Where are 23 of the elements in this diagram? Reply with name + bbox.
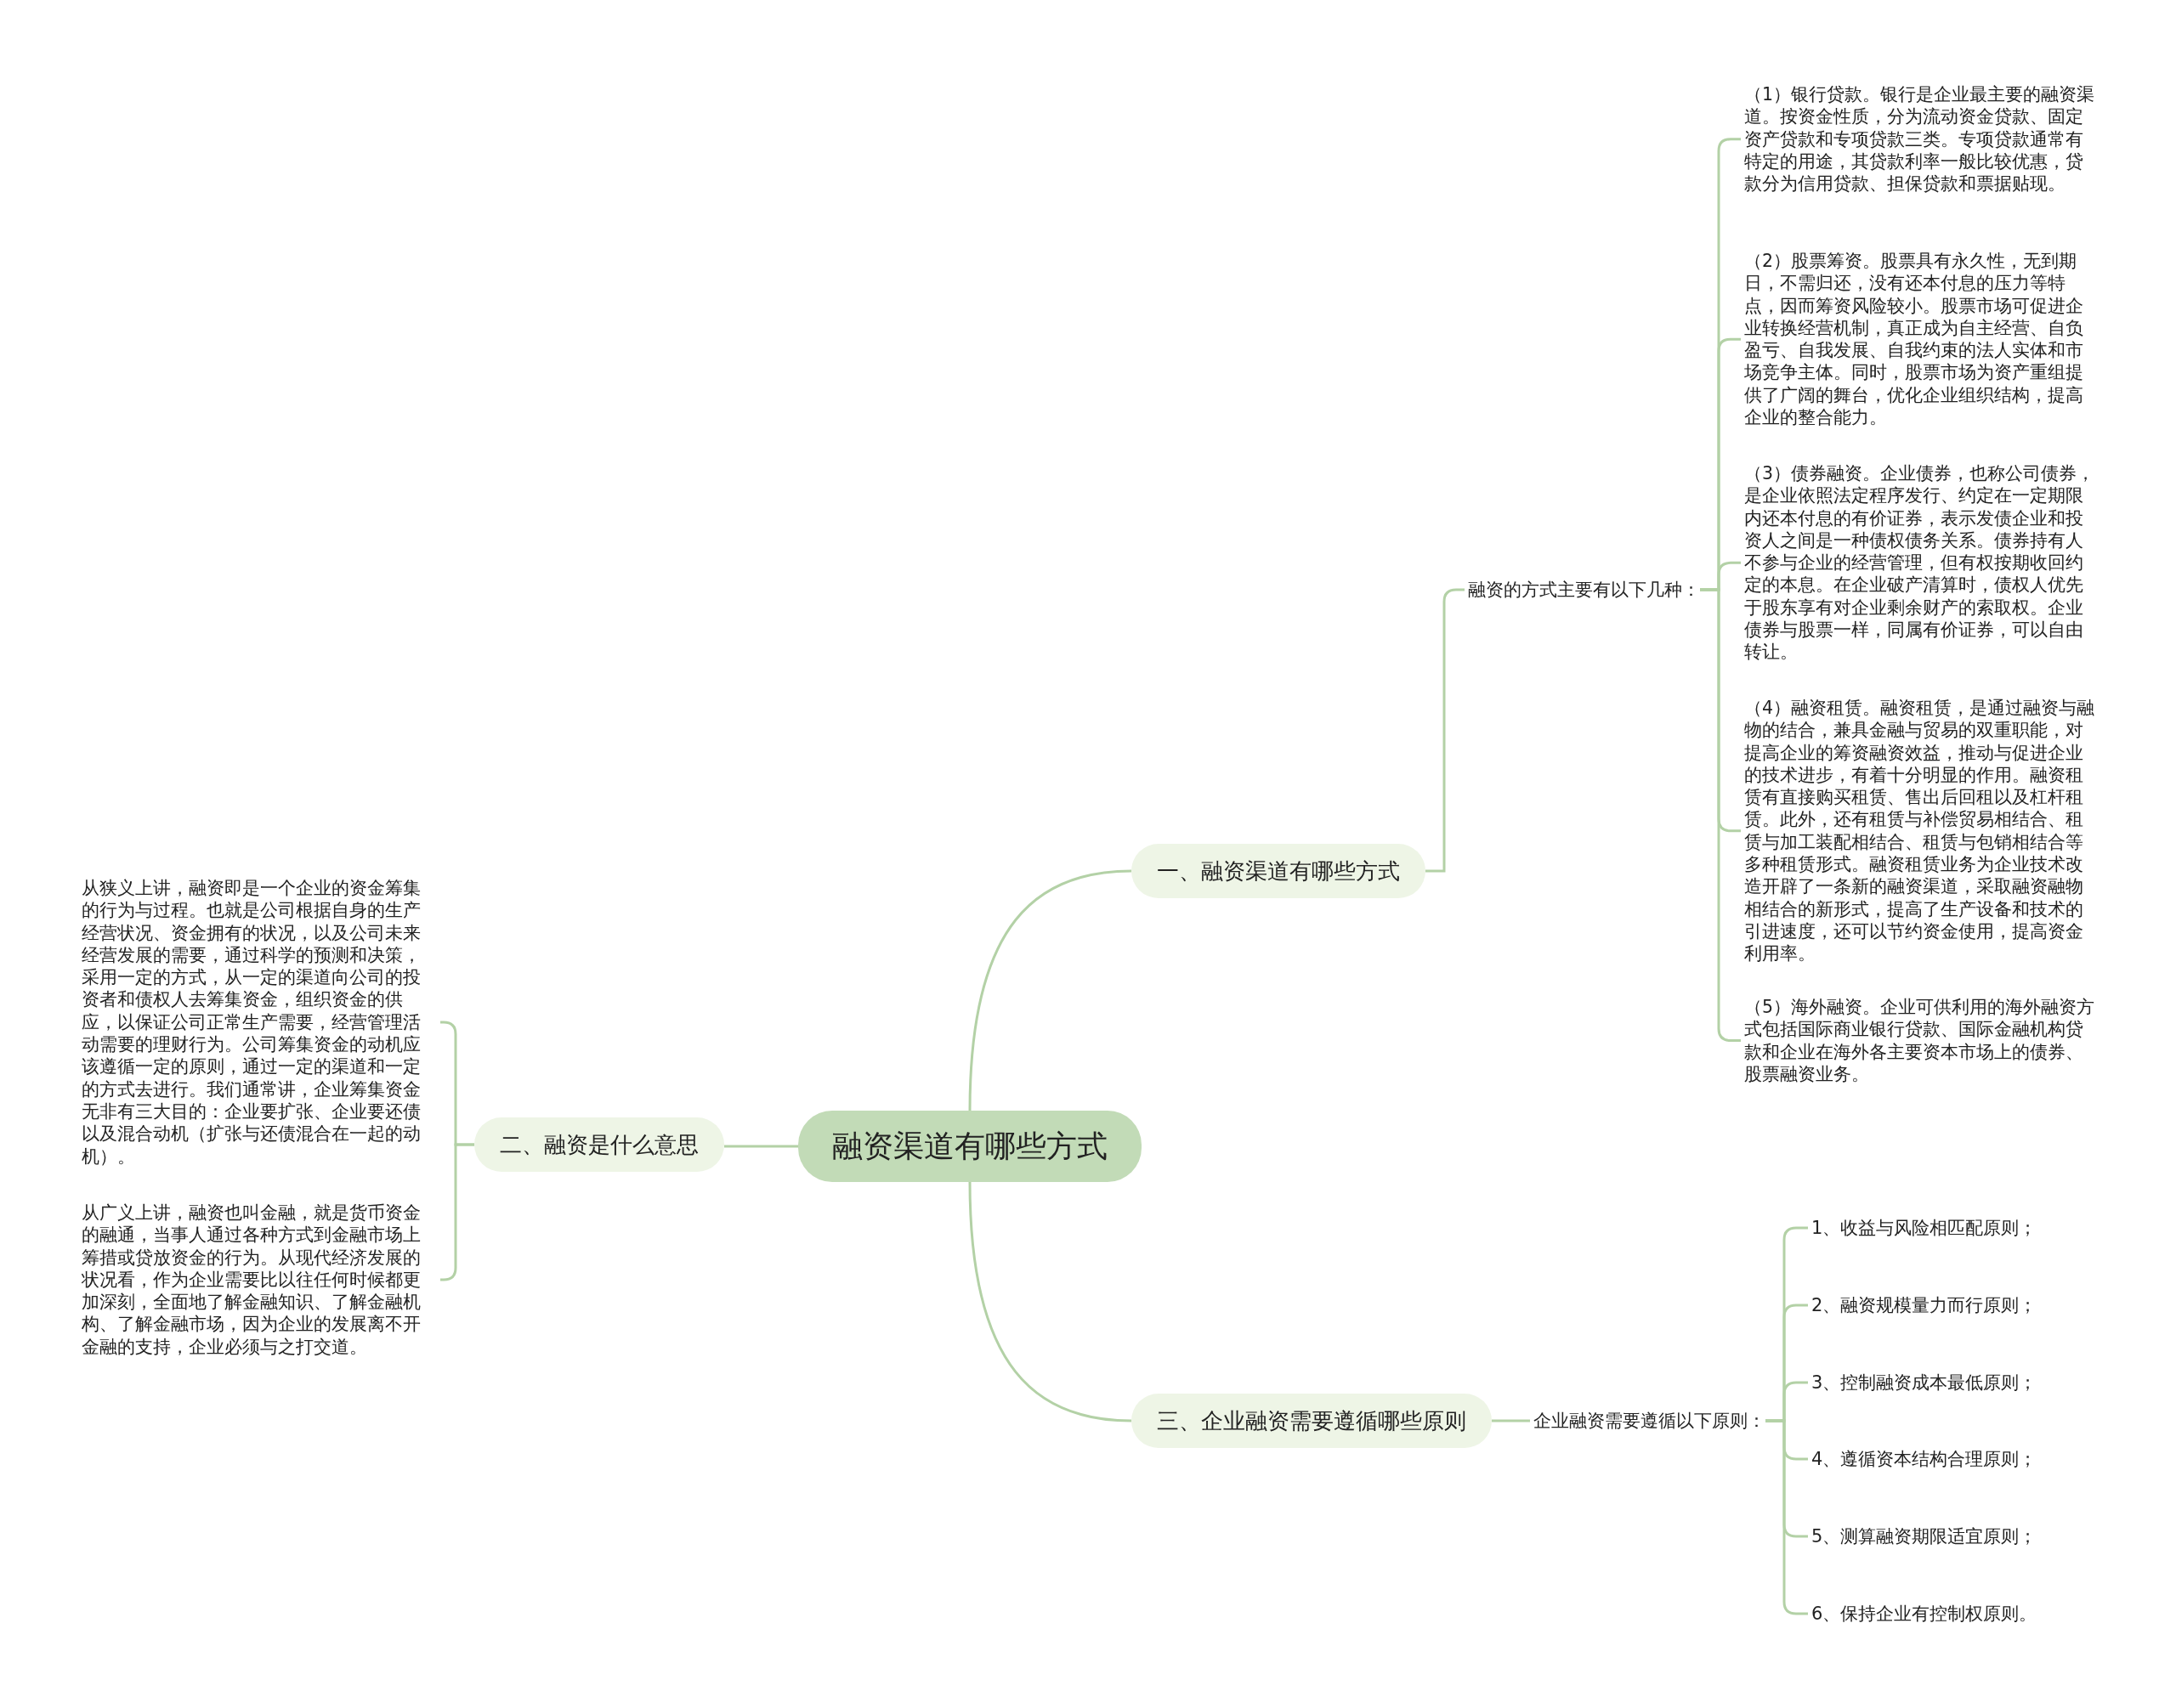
paragraph-text: （1）银行贷款。银行是企业最主要的融资渠道。按资金性质，分为流动资金贷款、固定资产贷款和专项贷款三类。专项贷款通常有特定的用途，其贷款利率一般比较优惠，贷款分为信用贷款、担保贷款和票据贴现。 (1744, 83, 2100, 195)
paragraph-text: （3）债券融资。企业债券，也称公司债券，是企业依照法定程序发行、约定在一定期限内还本付息的有价证券，表示发债企业和投资人之间是一种债权债务关系。债券持有人不参与企业的经营管理，但有权按期收回约定的本息。在企业破产清算时，债权人优先于股东享有对企业剩余财产的索取权。企业债券与股票一样，同属有价证券，可以自由转让。 (1744, 462, 2100, 664)
branch-topic: 一、融资渠道有哪些方式 (1131, 844, 1425, 898)
principle-text: 5、测算融资期限适宜原则； (1811, 1524, 2037, 1548)
principle-text: 6、保持企业有控制权原则。 (1811, 1602, 2037, 1626)
branch-topic: 二、融资是什么意思 (474, 1117, 724, 1172)
subtopic-text: 融资的方式主要有以下几种： (1468, 578, 1700, 602)
paragraph-text: 从狭义上讲，融资即是一个企业的资金筹集的行为与过程。也就是公司根据自身的生产经营状况、资金拥有的状况，以及公司未来经营发展的需要，通过科学的预测和决策，采用一定的方式，从一定的渠道向公司的投资者和债权人去筹集资金，组织资金的供应，以保证公司正常生产需要，经营管理活动需要的理财行为。公司筹集资金的动机应该遵循一定的原则，通过一定的渠道和一定的方式去进行。我们通常讲，企业筹集资金无非有三大目的：企业要扩张、企业要还债以及混合动机（扩张与还债混合在一起的动机）。 (82, 877, 437, 1168)
principle-text: 4、遵循资本结构合理原则； (1811, 1447, 2037, 1471)
branch-topic: 三、企业融资需要遵循哪些原则 (1131, 1394, 1492, 1448)
paragraph-text: （5）海外融资。企业可供利用的海外融资方式包括国际商业银行贷款、国际金融机构贷款和企业在海外各主要资本市场上的债券、股票融资业务。 (1744, 996, 2100, 1086)
principle-text: 3、控制融资成本最低原则； (1811, 1371, 2037, 1394)
connector-line (1492, 1419, 1530, 1422)
connector-line (724, 1145, 798, 1148)
paragraph-text: （4）融资租赁。融资租赁，是通过融资与融物的结合，兼具金融与贸易的双重职能，对提高企业的筹资融资效益，推动与促进企业的技术进步，有着十分明显的作用。融资租赁有直接购买租赁、售出后回租以及杠杆租赁。此外，还有租赁与补偿贸易相结合、租赁与加工装配相结合、租赁与包销相结合等多种租赁形式。融资租赁业务为企业技术改造开辟了一条新的融资渠道，采取融资融物相结合的新形式，提高了生产设备和技术的引进速度，还可以节约资金使用，提高资金利用率。 (1744, 697, 2100, 965)
central-topic: 融资渠道有哪些方式 (798, 1111, 1142, 1182)
subtopic-text: 企业融资需要遵循以下原则： (1533, 1409, 1765, 1433)
connector-line (968, 869, 1132, 1111)
principle-text: 2、融资规模量力而行原则； (1811, 1293, 2037, 1317)
paragraph-text: 从广义上讲，融资也叫金融，就是货币资金的融通，当事人通过各种方式到金融市场上筹措或贷放资金的行为。从现代经济发展的状况看，作为企业需要比以往任何时候都更加深刻，全面地了解金融知识、了解金融机构、了解金融市场，因为企业的发展离不开金融的支持，企业必须与之打交道。 (82, 1202, 437, 1359)
paragraph-text: （2）股票筹资。股票具有永久性，无到期日，不需归还，没有还本付息的压力等特点，因而筹资风险较小。股票市场可促进企业转换经营机制，真正成为自主经营、自负盈亏、自我发展、自我约束的法人实体和市场竞争主体。同时，股票市场为资产重组提供了广阔的舞台，优化企业组织结构，提高企业的整合能力。 (1744, 250, 2100, 429)
principle-text: 1、收益与风险相匹配原则； (1811, 1216, 2037, 1240)
connector-line (968, 1181, 1132, 1422)
